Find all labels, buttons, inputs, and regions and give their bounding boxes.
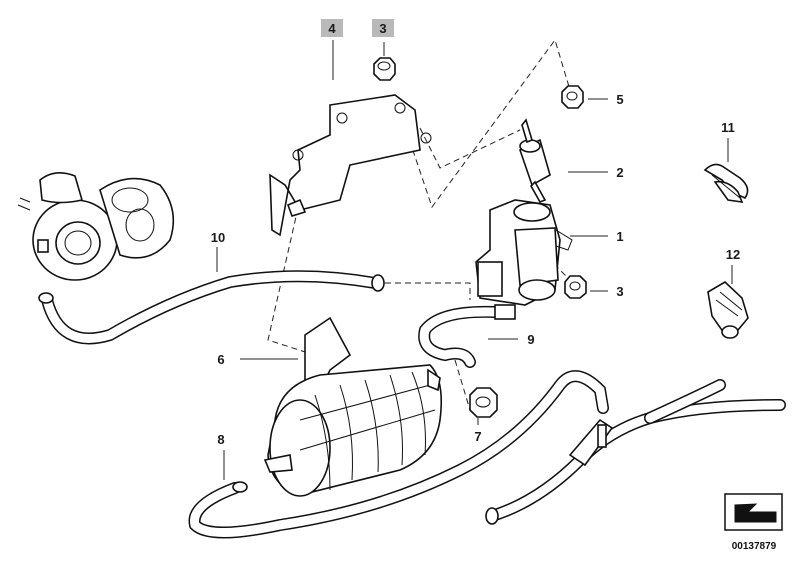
- hose-8: [188, 370, 609, 539]
- hose-9: [418, 304, 516, 368]
- callouts: 4 3 5 2 1 3 6 7 8 9 10 11 12: [211, 19, 740, 447]
- callout-3-right: 3: [616, 284, 623, 299]
- callout-7: 7: [474, 429, 481, 444]
- callout-leaders: [216, 40, 733, 480]
- callout-1: 1: [616, 229, 623, 244]
- nut-3-top: [373, 57, 396, 81]
- document-id: 00137879: [732, 541, 777, 552]
- clip-11: [703, 163, 749, 203]
- callout-12: 12: [726, 247, 740, 262]
- arrow-icon[interactable]: [724, 493, 783, 531]
- callout-6: 6: [217, 352, 224, 367]
- callout-11: 11: [721, 120, 735, 135]
- nut-3-right: [564, 275, 587, 299]
- callout-10: 10: [211, 230, 225, 245]
- nut-7: [469, 387, 498, 418]
- bracket-4: [269, 94, 432, 237]
- hose-10: [38, 270, 385, 345]
- vacuum-reservoir-6: [263, 316, 443, 497]
- callout-4-highlight: [321, 19, 343, 37]
- turbocharger: [17, 172, 175, 281]
- callout-2: 2: [616, 165, 623, 180]
- connector-12: [707, 281, 749, 339]
- callout-3-highlight: [372, 19, 394, 37]
- callout-3-top: 3: [379, 21, 386, 36]
- callout-5: 5: [616, 92, 623, 107]
- callout-9: 9: [527, 332, 534, 347]
- filter-2: [519, 118, 551, 204]
- hose-branch: [485, 379, 786, 525]
- nut-5: [561, 85, 584, 109]
- callout-8: 8: [217, 432, 224, 447]
- callout-4: 4: [328, 21, 336, 36]
- pressure-converter-1: [475, 199, 573, 306]
